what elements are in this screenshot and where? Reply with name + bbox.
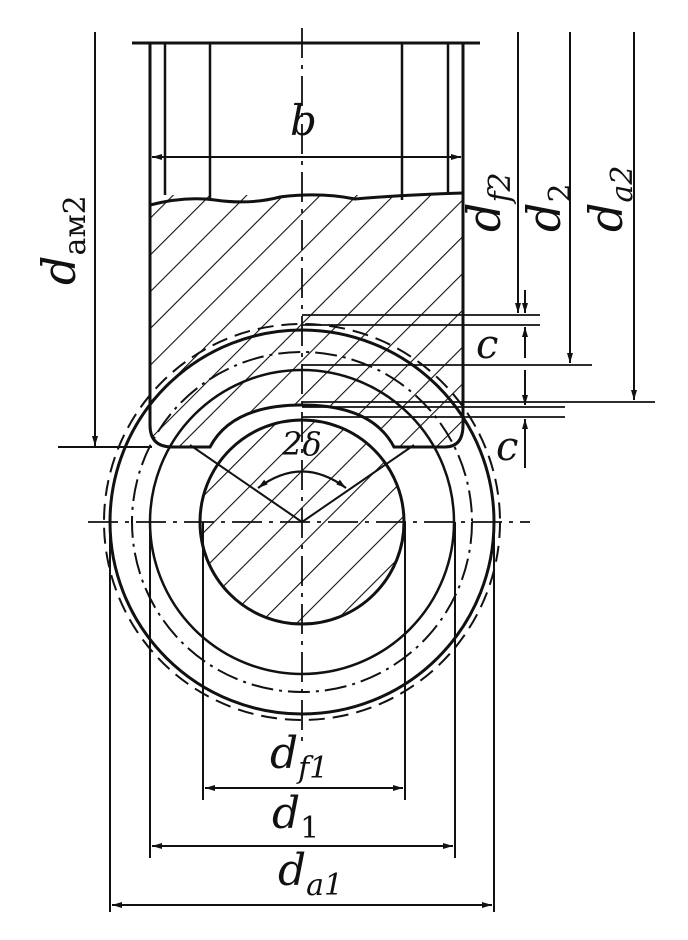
dim-b: b [152,96,461,160]
angle-2delta: 2δ [189,425,415,523]
dim-bottom-group: df1 d1 da1 [109,522,495,912]
two-delta-label: 2δ [281,425,322,463]
d-2-label: d2 [517,183,578,232]
wheel-section [132,41,480,449]
dim-right-group: df2 d2 da2 c c [302,32,655,470]
b-label: b [290,96,317,145]
c-top-label: c [476,322,498,368]
dim-d-am2: dам2 [32,32,152,448]
d-a2-label: da2 [579,166,640,232]
d-am2-label: dам2 [32,195,93,285]
d-a1-label: da1 [278,845,343,903]
d-f1-label: df1 [270,728,328,786]
d-f2-label: df2 [457,172,518,232]
c-bottom-label: c [496,424,518,470]
center-lines [88,28,530,745]
d-1-label: d1 [272,788,319,846]
